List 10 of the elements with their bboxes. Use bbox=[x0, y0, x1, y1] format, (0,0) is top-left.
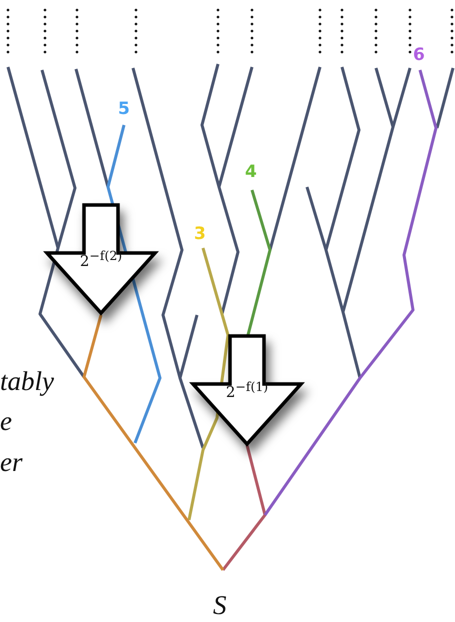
source-label: S bbox=[213, 592, 226, 619]
path-number: 6 bbox=[413, 47, 425, 64]
side-text: tably bbox=[0, 368, 54, 395]
path-number: 3 bbox=[194, 226, 206, 243]
side-text: er bbox=[0, 449, 22, 476]
arrow-label: 2$^{−f(1)}$ bbox=[226, 379, 268, 401]
side-text: e bbox=[0, 408, 12, 435]
path-number: 4 bbox=[245, 164, 257, 181]
arrow-label: 2$^{−f(2)}$ bbox=[80, 248, 122, 270]
path-number: 5 bbox=[118, 101, 130, 118]
